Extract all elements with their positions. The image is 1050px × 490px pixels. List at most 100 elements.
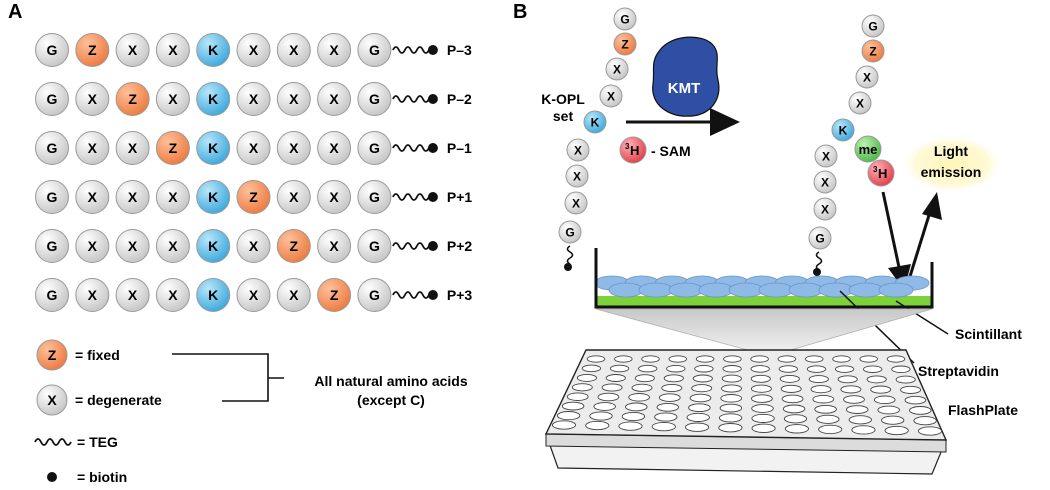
biotin-dot	[427, 45, 438, 55]
lysine-residue-bead	[583, 110, 607, 134]
degenerate-residue-bead	[115, 180, 150, 214]
lysine-residue-bead	[831, 118, 855, 142]
streptavidin-molecule	[668, 282, 704, 298]
plate-well	[618, 421, 643, 431]
fixed-residue-bead	[613, 32, 637, 56]
residue-letter: Z	[621, 37, 628, 51]
plate-well	[845, 405, 869, 414]
plate-well	[625, 402, 648, 412]
residue-letter: Z	[88, 42, 97, 58]
biotin-dot	[427, 290, 438, 300]
residue-letter: G	[369, 287, 380, 303]
plate-well	[873, 395, 896, 405]
residue-letter: G	[620, 12, 629, 26]
legend: Z = fixed X = degenerate All natural ami…	[34, 339, 468, 485]
degenerate-residue-bead	[75, 278, 110, 312]
legend-fixed-symbol: Z	[48, 347, 57, 363]
plate-well	[848, 415, 872, 425]
plate-well	[695, 355, 715, 363]
plate-well	[589, 411, 613, 421]
residue-letter: X	[88, 287, 98, 303]
plate-well	[720, 394, 743, 403]
biotin-dot	[427, 192, 438, 202]
residue-letter: Z	[128, 91, 137, 107]
residue-letter: X	[289, 287, 299, 303]
residue-letter: X	[168, 91, 178, 107]
plate-well	[631, 383, 653, 392]
plate-well	[904, 395, 927, 405]
teg-linker	[392, 46, 430, 54]
residue-letter: X	[88, 189, 98, 205]
decay-arrow-shaft	[881, 191, 902, 273]
degenerate-residue-bead	[115, 229, 150, 263]
plate-well	[870, 385, 892, 394]
legend-degenerate-swatch	[36, 384, 68, 416]
residue-letter: X	[88, 238, 98, 254]
emission-arrow-head	[922, 192, 942, 220]
plate-well	[750, 384, 772, 393]
degenerate-residue-bead	[566, 138, 590, 162]
residue-letter: X	[289, 42, 299, 58]
reaction-arrow-head	[710, 108, 740, 136]
residue-letter: K	[208, 189, 218, 205]
residue-letter: G	[369, 42, 380, 58]
degenerate-residue-bead	[813, 197, 837, 221]
residue-letter: X	[289, 140, 299, 156]
plate-well	[886, 355, 906, 363]
plate-well	[614, 355, 633, 363]
degenerate-residue-bead	[236, 82, 271, 116]
plate-well	[810, 385, 832, 394]
plate-well	[694, 364, 714, 373]
glycine-residue-bead	[35, 82, 69, 116]
residue-letter: X	[249, 287, 259, 303]
plate-well	[688, 403, 711, 413]
plate-well	[601, 383, 623, 392]
glycine-residue-bead	[357, 278, 392, 312]
right-chain-biotin	[813, 268, 821, 276]
residue-letter: X	[613, 62, 621, 76]
fixed-residue-bead	[155, 131, 190, 165]
teg-linker	[392, 291, 430, 299]
degenerate-residue-bead	[814, 144, 838, 168]
degenerate-residue-bead	[75, 229, 110, 263]
residue-letter: G	[47, 42, 58, 58]
degenerate-residue-bead	[155, 278, 190, 312]
residue-letter: K	[208, 287, 218, 303]
lysine-residue-bead	[196, 33, 231, 67]
position-label: P+2	[447, 238, 473, 254]
scintillant-label: Scintillant	[955, 326, 1022, 342]
kmt-enzyme-shape	[652, 36, 720, 117]
residue-letter: X	[168, 189, 178, 205]
plate-well	[551, 420, 577, 430]
plate-well	[656, 402, 680, 412]
degenerate-residue-bead	[565, 164, 589, 188]
biotin-dot	[427, 94, 438, 104]
teg-linker	[392, 193, 430, 201]
teg-linker	[392, 144, 430, 152]
residue-letter: G	[47, 287, 58, 303]
plate-well	[750, 374, 771, 383]
plate-well	[658, 393, 681, 402]
residue-letter: G	[369, 189, 380, 205]
residue-letter: K	[208, 91, 218, 107]
lysine-residue-bead	[196, 131, 231, 165]
fixed-residue-bead	[236, 180, 271, 214]
streptavidin-layer	[594, 275, 930, 298]
glycine-residue-bead	[35, 131, 69, 165]
scintillant-pointer	[895, 300, 949, 335]
left-chain-biotin	[564, 263, 572, 271]
teg-linker	[392, 242, 430, 250]
plate-well	[884, 425, 909, 436]
residue-letter: G	[47, 140, 58, 156]
residue-letter: G	[369, 238, 380, 254]
plate-well	[851, 425, 876, 435]
biotin-dot	[427, 241, 438, 251]
tritium-letter: H	[878, 166, 887, 181]
position-label: P–1	[447, 140, 472, 156]
residue-letter: K	[839, 123, 848, 137]
glycine-residue-bead	[558, 220, 582, 244]
residue-letter: X	[329, 238, 339, 254]
residue-letter: X	[249, 42, 259, 58]
degenerate-residue-bead	[155, 229, 190, 263]
